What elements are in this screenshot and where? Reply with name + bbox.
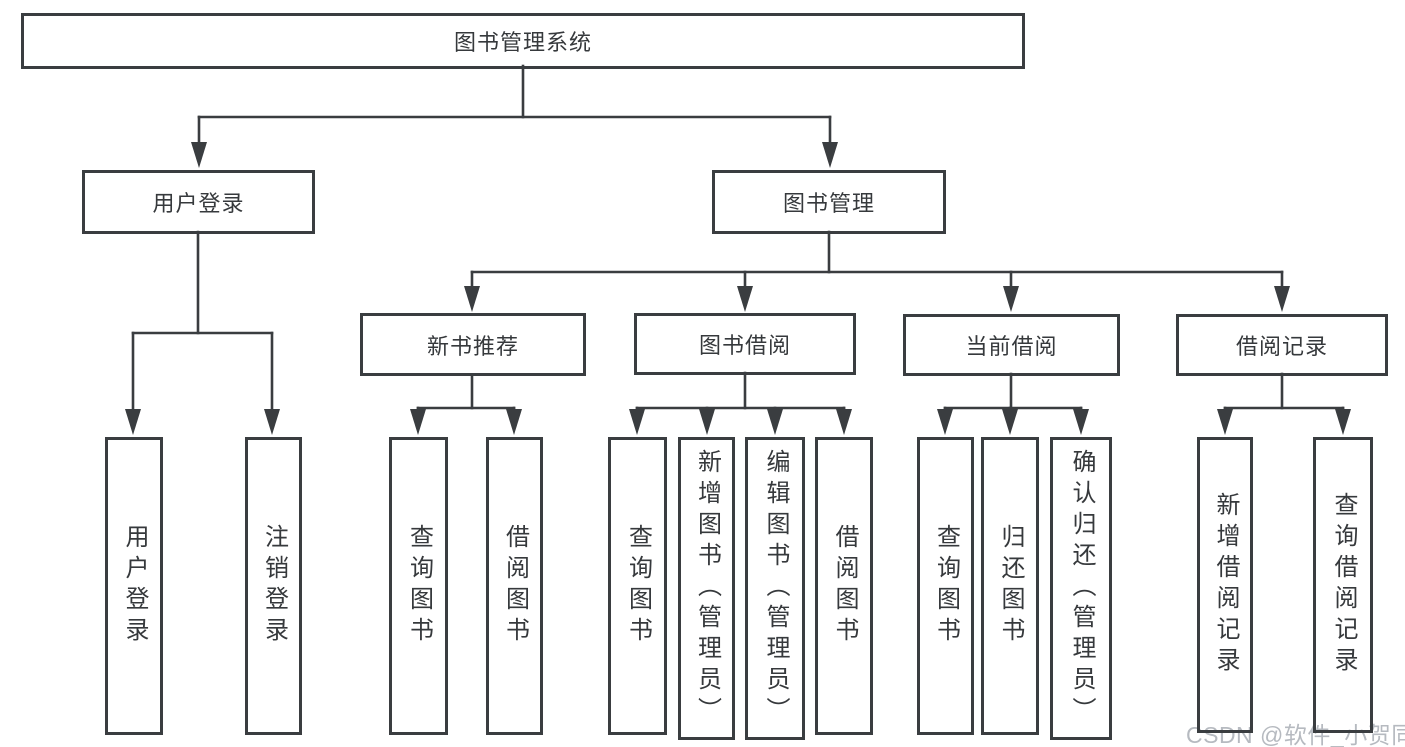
node-borrow-records: 借阅记录 [1176, 314, 1388, 376]
connector-book-borrow [629, 371, 852, 435]
leaf-confirm-return-admin: 确认归还（管理员） [1050, 437, 1112, 740]
leaf-borrow-query-book-label: 查询图书 [624, 524, 652, 648]
leaf-query-borrow-record-label: 查询借阅记录 [1330, 492, 1357, 678]
node-root: 图书管理系统 [21, 13, 1025, 69]
node-new-book-recommend-label: 新书推荐 [426, 333, 519, 359]
node-user-login-label: 用户登录 [152, 191, 245, 216]
leaf-user-login-label: 用户登录 [121, 524, 148, 648]
leaf-return-book-label: 归还图书 [997, 524, 1024, 648]
leaf-recommend-borrow-book: 借阅图书 [486, 437, 543, 735]
leaf-user-login: 用户登录 [105, 437, 163, 735]
leaf-borrow-book-label: 借阅图书 [831, 524, 858, 648]
leaf-current-query-book: 查询图书 [917, 437, 974, 735]
leaf-edit-book-admin-label: 编辑图书（管理员） [762, 449, 789, 728]
node-new-book-recommend: 新书推荐 [360, 313, 586, 376]
connector-root [191, 64, 838, 168]
connector-new-book-recommend [410, 373, 522, 435]
leaf-confirm-return-admin-label: 确认归还（管理员） [1068, 449, 1095, 728]
connector-user-login [125, 230, 280, 435]
leaf-add-borrow-record: 新增借阅记录 [1197, 437, 1253, 733]
node-current-borrow: 当前借阅 [903, 314, 1120, 376]
connector-book-mgmt [464, 230, 1290, 312]
leaf-recommend-query-book-label: 查询图书 [405, 524, 433, 648]
watermark: CSDN @软件_小贺同学 [1186, 722, 1405, 747]
node-root-label: 图书管理系统 [453, 30, 592, 55]
leaf-add-book-admin-label: 新增图书（管理员） [693, 449, 721, 728]
connector-current-borrow [937, 372, 1089, 435]
leaf-edit-book-admin: 编辑图书（管理员） [745, 437, 805, 740]
leaf-logout-label: 注销登录 [260, 524, 288, 648]
node-current-borrow-label: 当前借阅 [965, 334, 1058, 359]
leaf-add-book-admin: 新增图书（管理员） [678, 437, 735, 740]
node-book-borrow-label: 图书借阅 [698, 333, 791, 358]
node-book-borrow: 图书借阅 [634, 313, 856, 375]
node-book-mgmt: 图书管理 [712, 170, 946, 234]
leaf-add-borrow-record-label: 新增借阅记录 [1212, 492, 1239, 678]
leaf-return-book: 归还图书 [981, 437, 1039, 735]
leaf-current-query-book-label: 查询图书 [932, 524, 960, 648]
leaf-recommend-borrow-book-label: 借阅图书 [501, 524, 529, 648]
node-user-login: 用户登录 [82, 170, 315, 234]
leaf-borrow-query-book: 查询图书 [608, 437, 667, 735]
leaf-logout: 注销登录 [245, 437, 302, 735]
node-book-mgmt-label: 图书管理 [782, 191, 875, 216]
leaf-query-borrow-record: 查询借阅记录 [1313, 437, 1373, 733]
leaf-recommend-query-book: 查询图书 [389, 437, 448, 735]
connector-borrow-records [1217, 372, 1351, 435]
leaf-borrow-book: 借阅图书 [815, 437, 873, 735]
node-borrow-records-label: 借阅记录 [1235, 334, 1328, 359]
